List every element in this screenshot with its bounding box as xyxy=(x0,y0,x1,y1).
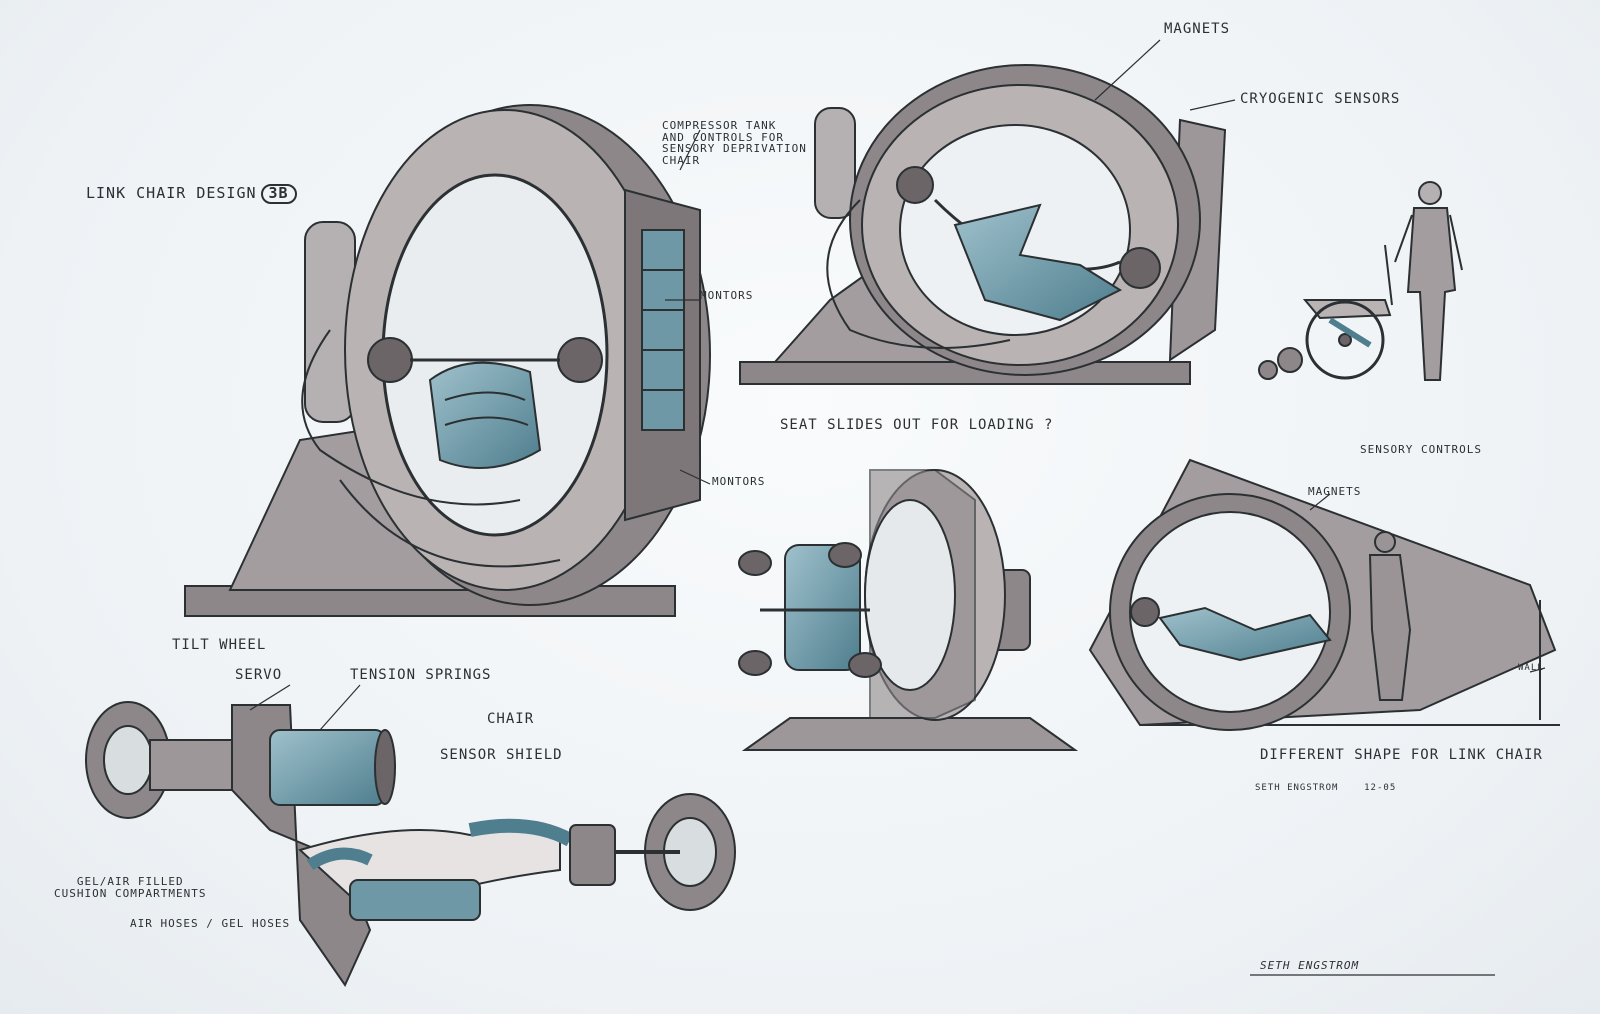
sensor-shield-label: SENSOR SHIELD xyxy=(440,747,563,763)
tilt-wheel-label: TILT WHEEL xyxy=(172,637,267,653)
alt-shape-title: DIFFERENT SHAPE FOR LINK CHAIR xyxy=(1260,747,1543,763)
side-ring-sketch xyxy=(739,64,1227,385)
design-number-badge: 3B xyxy=(260,184,297,204)
magnets-bottom-label: MAGNETS xyxy=(1308,485,1362,498)
artist-credit: SETH ENGSTROM 12-05 xyxy=(1255,783,1397,793)
main-link-chair-sketch xyxy=(184,104,711,617)
annotation-leader-lines xyxy=(249,39,1546,976)
scale-figure-with-wheelchair xyxy=(1258,181,1463,381)
monitors-bottom-label: MONTORS xyxy=(712,475,766,488)
artist-signature: SETH ENGSTROM xyxy=(1260,959,1360,972)
sensory-controls-label: SENSORY CONTROLS xyxy=(1360,443,1482,456)
sheet-title-text: LINK CHAIR DESIGN xyxy=(86,184,257,202)
monitors-top-label: MONTORS xyxy=(700,289,754,302)
gel-air-cushion-label: GEL/AIR FILLED CUSHION COMPARTMENTS xyxy=(54,875,207,900)
wall-mounted-chair-sketch xyxy=(1088,458,1560,731)
artist-name: SETH ENGSTROM xyxy=(1255,783,1339,793)
servo-label: SERVO xyxy=(235,667,283,683)
air-hoses-label: AIR HOSES / GEL HOSES xyxy=(130,917,291,930)
sheet-date: 12-05 xyxy=(1364,783,1397,793)
magnets-top-label: MAGNETS xyxy=(1164,21,1231,37)
tension-springs-label: TENSION SPRINGS xyxy=(350,667,492,683)
compressor-label: COMPRESSOR TANK AND CONTROLS FOR SENSORY… xyxy=(662,119,807,167)
chair-label: CHAIR xyxy=(487,711,535,727)
wall-label: WALL xyxy=(1518,663,1544,673)
exploded-chair-sketch xyxy=(85,701,736,988)
loading-note-label: SEAT SLIDES OUT FOR LOADING ? xyxy=(780,417,1054,433)
front-view-sketch xyxy=(738,469,1079,751)
cryogenic-sensors-label: CRYOGENIC SENSORS xyxy=(1240,91,1401,107)
